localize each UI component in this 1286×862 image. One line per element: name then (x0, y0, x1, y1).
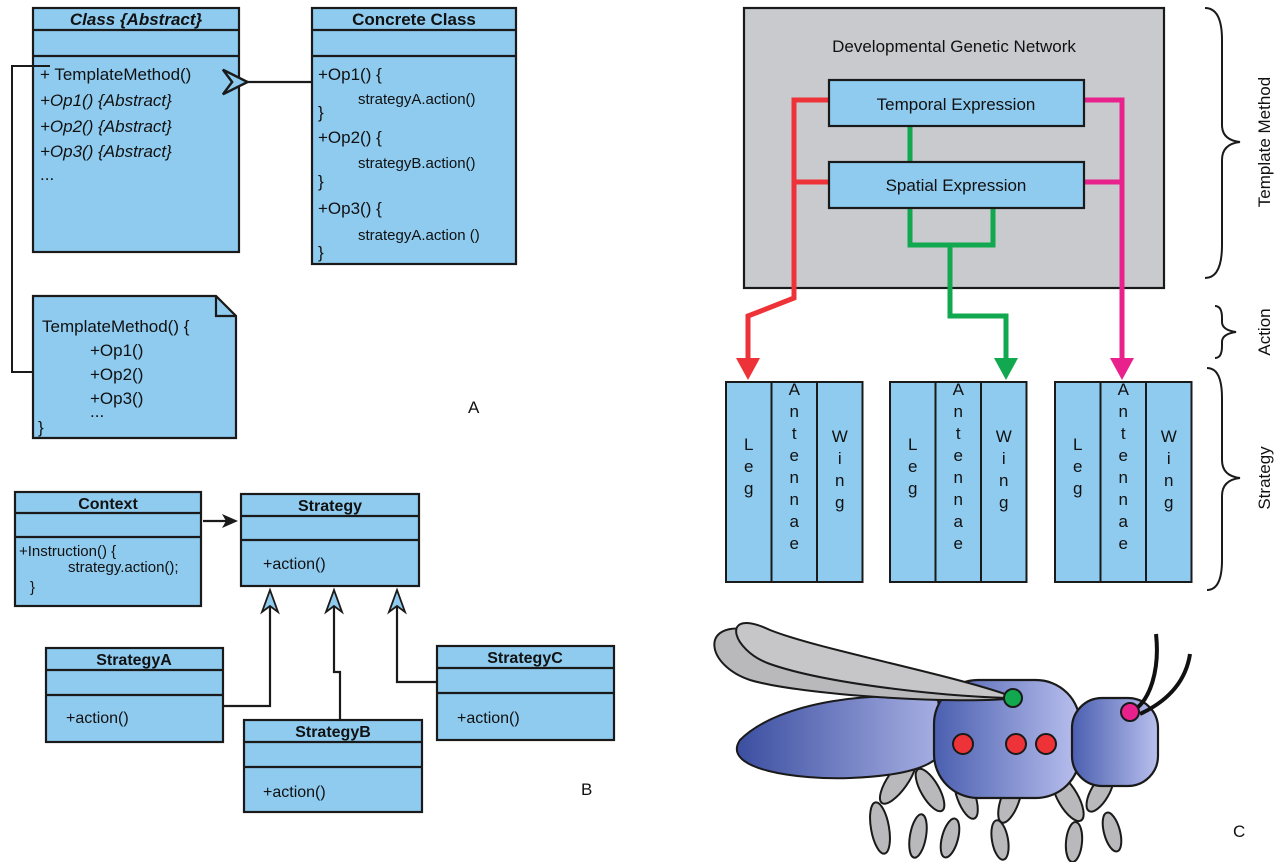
context-title: Context (78, 496, 138, 513)
brace-label-strategy: Strategy (1255, 446, 1274, 510)
concrete-line: } (318, 103, 324, 122)
note-line: +Op1() (90, 341, 143, 360)
concrete-class-box: Concrete Class +Op1() { strategyA.action… (310, 6, 518, 266)
action-brace (1214, 305, 1237, 359)
strategy-a-box: StrategyA +action() (44, 646, 225, 744)
strategy-b-box: StrategyB +action() (242, 718, 424, 814)
panel-a-label: A (468, 398, 480, 417)
inheritance-line-c (395, 604, 437, 684)
strategy-brace (1206, 367, 1241, 591)
context-box: Context +Instruction() { strategy.action… (13, 490, 203, 608)
strategy-c-box: StrategyC +action() (435, 644, 616, 742)
inheritance-arrowhead-b (324, 587, 344, 615)
spatial-label: Spatial Expression (886, 176, 1027, 195)
antennae-column (770, 381, 818, 583)
inheritance-line-a (223, 604, 272, 708)
leg-column (889, 381, 937, 583)
association-arrowhead (222, 514, 238, 528)
abstract-op: ... (40, 165, 54, 184)
fly-illustration (713, 622, 1192, 862)
panel-c: Developmental Genetic Network Temporal E… (713, 6, 1274, 862)
strategy-c-op: +action() (457, 710, 520, 727)
abstract-class-title: Class {Abstract} (70, 10, 203, 29)
note-connector (11, 65, 50, 373)
note-line: TemplateMethod() { (42, 317, 190, 336)
template-method-note: TemplateMethod() { +Op1() +Op2() +Op3() … (31, 294, 238, 440)
abstract-op: +Op2() {Abstract} (40, 117, 172, 136)
red-link (745, 97, 829, 362)
panel-c-label: C (1233, 822, 1245, 841)
strategy-title: Strategy (298, 498, 362, 515)
panel-b-label: B (581, 780, 592, 799)
abstract-class-box: Class {Abstract} + TemplateMethod() +Op1… (31, 6, 241, 254)
template-method-brace (1204, 7, 1241, 279)
concrete-line: strategyA.action () (358, 227, 480, 244)
spatial-expression-box (827, 160, 1086, 210)
temporal-label: Temporal Expression (877, 95, 1036, 114)
note-line: +Op2() (90, 365, 143, 384)
concrete-line: } (318, 243, 324, 262)
concrete-line: strategyB.action() (358, 155, 476, 172)
strategy-b-title: StrategyB (295, 724, 371, 741)
brace-label-template-method: Template Method (1255, 77, 1274, 207)
strategy-op: +action() (263, 556, 326, 573)
inheritance-line-b (332, 604, 342, 720)
context-line: strategy.action(); (68, 559, 179, 576)
temporal-expression-box (827, 78, 1086, 128)
brace-label-action: Action (1255, 308, 1274, 355)
strategy-b-op: +action() (263, 784, 326, 801)
context-line: } (30, 579, 35, 596)
strategy-box: Strategy +action() (239, 492, 421, 588)
wing-column (816, 381, 864, 583)
concrete-line: +Op3() { (318, 199, 382, 218)
red-arrowhead (736, 358, 760, 380)
genetic-network-box (742, 6, 1166, 290)
abstract-op: +Op3() {Abstract} (40, 142, 172, 161)
concrete-line: strategyA.action() (358, 91, 476, 108)
network-title: Developmental Genetic Network (832, 37, 1076, 56)
wing-column (1145, 381, 1193, 583)
concrete-class-title: Concrete Class (352, 10, 476, 29)
strategy-a-title: StrategyA (96, 652, 172, 669)
antennae-column (934, 381, 982, 583)
panel-b: Context +Instruction() { strategy.action… (13, 490, 616, 814)
green-arrowhead (994, 358, 1018, 380)
leg-column (1054, 381, 1102, 583)
note-line: ... (90, 402, 104, 421)
magenta-link (1084, 97, 1125, 362)
concrete-line: +Op1() { (318, 65, 382, 84)
concrete-line: +Op2() { (318, 128, 382, 147)
abstract-op: + TemplateMethod() (40, 65, 191, 84)
abstract-op: +Op1() {Abstract} (40, 91, 172, 110)
concrete-line: } (318, 172, 324, 191)
magenta-arrowhead (1110, 358, 1134, 380)
context-line: +Instruction() { (19, 543, 116, 560)
leg-column (725, 381, 773, 583)
strategy-a-op: +action() (66, 710, 129, 727)
inheritance-arrowhead-a (260, 587, 280, 615)
inheritance-arrowhead-c (387, 587, 407, 615)
wing-column (980, 381, 1028, 583)
panel-a: Class {Abstract} + TemplateMethod() +Op1… (11, 6, 518, 440)
note-line: +Op3() (90, 389, 143, 408)
note-line: } (38, 418, 44, 437)
green-link (947, 245, 1009, 362)
strategy-c-title: StrategyC (487, 650, 563, 667)
